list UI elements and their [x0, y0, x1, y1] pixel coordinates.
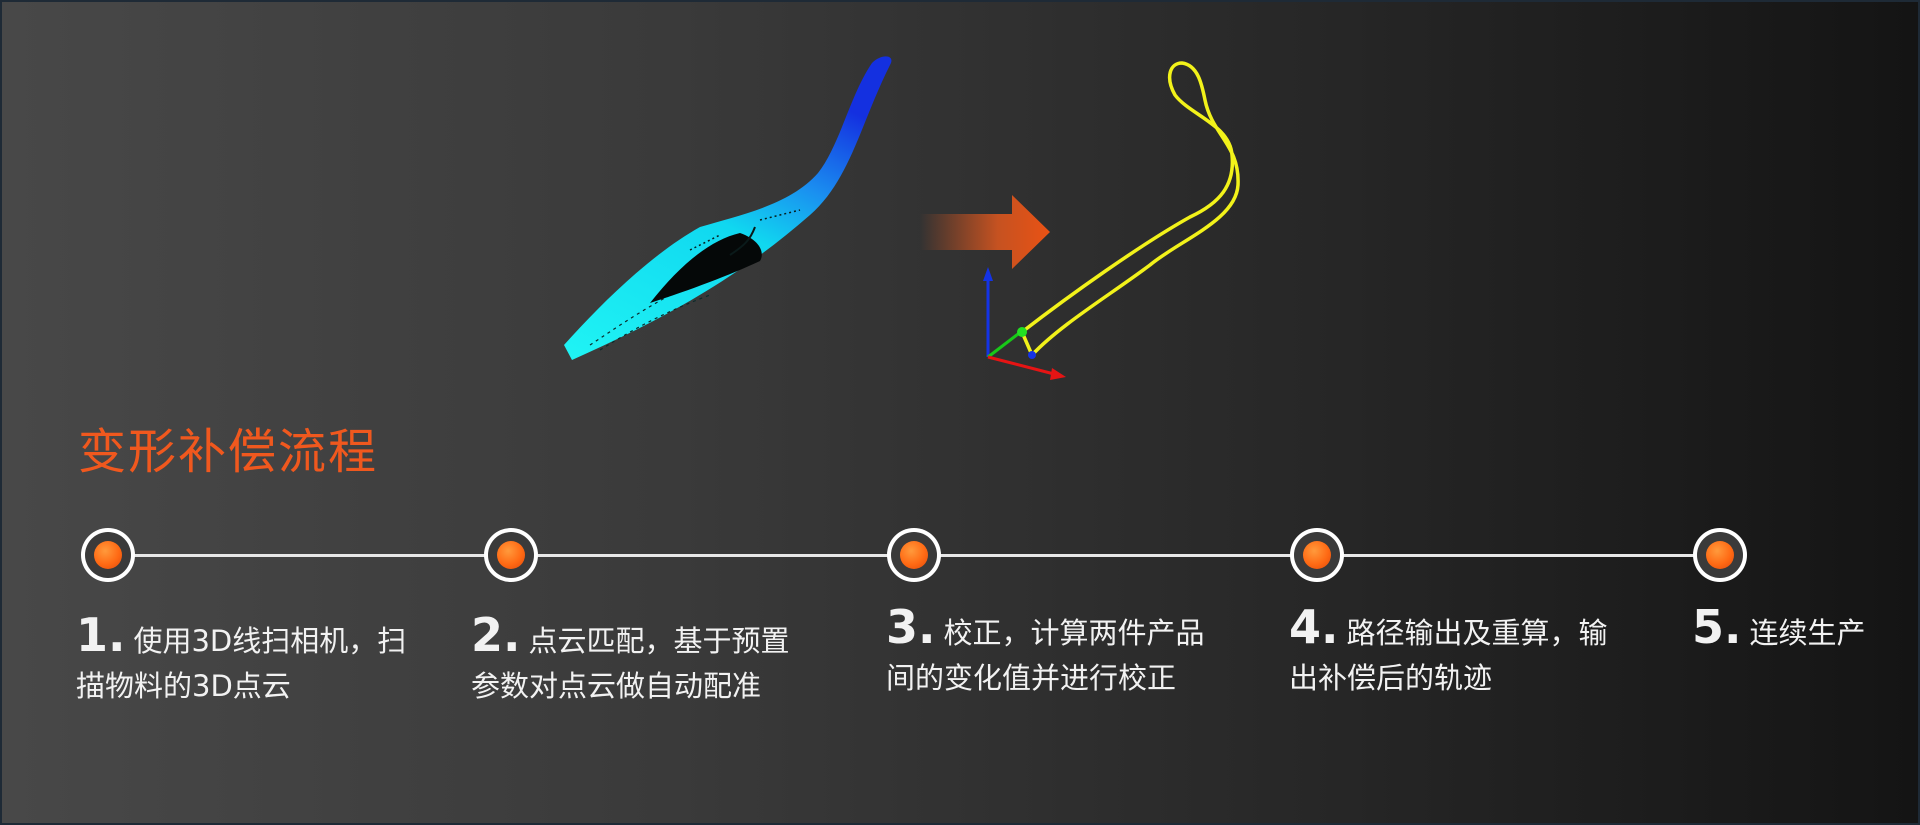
timeline-node-icon [81, 528, 135, 582]
step-description: 路径输出及重算，输出补偿后的轨迹 [1289, 616, 1608, 695]
point-cloud-image [564, 56, 892, 361]
timeline-node-icon [484, 528, 538, 582]
step-description: 连续生产 [1749, 616, 1866, 650]
right-arrow-icon [920, 195, 1050, 269]
step-3: 3.校正，计算两件产品间的变化值并进行校正 [886, 604, 1206, 701]
step-number: 2. [471, 608, 521, 662]
step-number: 5. [1692, 600, 1742, 654]
step-description: 校正，计算两件产品间的变化值并进行校正 [886, 616, 1205, 695]
timeline-node-icon [1290, 528, 1344, 582]
step-description: 点云匹配，基于预置参数对点云做自动配准 [471, 624, 790, 703]
step-4: 4.路径输出及重算，输出补偿后的轨迹 [1289, 604, 1619, 701]
step-1: 1.使用3D线扫相机，扫描物料的3D点云 [76, 612, 416, 709]
step-number: 4. [1289, 600, 1339, 654]
step-2: 2.点云匹配，基于预置参数对点云做自动配准 [471, 612, 801, 709]
section-title: 变形补偿流程 [78, 424, 379, 480]
step-5: 5.连续生产 [1692, 604, 1912, 656]
step-number: 3. [886, 600, 936, 654]
step-description: 使用3D线扫相机，扫描物料的3D点云 [76, 624, 407, 703]
timeline-node-icon [887, 528, 941, 582]
step-number: 1. [76, 608, 126, 662]
timeline-node-icon [1693, 528, 1747, 582]
trajectory-path-image [983, 61, 1240, 380]
